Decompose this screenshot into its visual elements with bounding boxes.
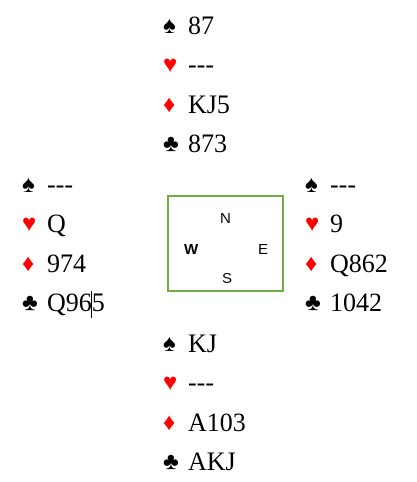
south-hand: ♠ KJ ♥ --- ♦ A103 ♣ AKJ xyxy=(163,324,246,482)
north-diamonds-row: ♦ KJ5 xyxy=(163,85,230,125)
spade-icon: ♠ xyxy=(305,171,318,198)
south-hearts-row: ♥ --- xyxy=(163,364,246,404)
north-clubs-row: ♣ 873 xyxy=(163,125,230,165)
spade-icon: ♠ xyxy=(22,171,35,198)
club-icon: ♣ xyxy=(163,449,179,476)
south-spades-row: ♠ KJ xyxy=(163,324,246,364)
compass-east-label: E xyxy=(258,241,269,258)
east-diamonds-row: ♦ Q862 xyxy=(305,244,388,284)
west-spades-cards: --- xyxy=(47,169,73,199)
north-hearts-cards: --- xyxy=(188,50,214,80)
south-diamonds-row: ♦ A103 xyxy=(163,403,246,443)
compass-box: N W E S xyxy=(167,195,284,292)
heart-icon: ♥ xyxy=(163,370,178,397)
east-spades-row: ♠ --- xyxy=(305,165,388,205)
west-hearts-row: ♥ Q xyxy=(22,205,105,245)
diamond-icon: ♦ xyxy=(22,250,35,277)
diamond-icon: ♦ xyxy=(163,409,176,436)
west-hand: ♠ --- ♥ Q ♦ 974 ♣ Q965 xyxy=(22,165,105,323)
north-clubs-cards: 873 xyxy=(188,129,227,159)
compass-south-label: S xyxy=(222,270,233,287)
west-clubs-row: ♣ Q965 xyxy=(22,284,105,324)
west-spades-row: ♠ --- xyxy=(22,165,105,205)
spade-icon: ♠ xyxy=(163,12,176,39)
east-clubs-row: ♣ 1042 xyxy=(305,284,388,324)
east-clubs-cards: 1042 xyxy=(330,288,382,318)
west-clubs-cards: Q965 xyxy=(47,288,105,318)
west-hearts-cards: Q xyxy=(47,209,66,239)
spade-icon: ♠ xyxy=(163,330,176,357)
diamond-icon: ♦ xyxy=(305,250,318,277)
north-spades-row: ♠ 87 xyxy=(163,6,230,46)
east-diamonds-cards: Q862 xyxy=(330,248,388,278)
east-spades-cards: --- xyxy=(330,169,356,199)
north-diamonds-cards: KJ5 xyxy=(188,89,230,119)
heart-icon: ♥ xyxy=(305,211,320,238)
heart-icon: ♥ xyxy=(22,211,37,238)
diamond-icon: ♦ xyxy=(163,91,176,118)
club-icon: ♣ xyxy=(305,290,321,317)
north-hand: ♠ 87 ♥ --- ♦ KJ5 ♣ 873 xyxy=(163,6,230,164)
west-diamonds-row: ♦ 974 xyxy=(22,244,105,284)
south-diamonds-cards: A103 xyxy=(188,407,246,437)
club-icon: ♣ xyxy=(163,131,179,158)
west-diamonds-cards: 974 xyxy=(47,248,86,278)
north-hearts-row: ♥ --- xyxy=(163,46,230,86)
club-icon: ♣ xyxy=(22,290,38,317)
north-spades-cards: 87 xyxy=(188,10,214,40)
compass-north-label: N xyxy=(220,210,231,227)
south-spades-cards: KJ xyxy=(188,328,217,358)
south-clubs-row: ♣ AKJ xyxy=(163,443,246,482)
text-caret xyxy=(91,291,92,318)
south-hearts-cards: --- xyxy=(188,368,214,398)
east-hearts-row: ♥ 9 xyxy=(305,205,388,245)
heart-icon: ♥ xyxy=(163,52,178,79)
compass-west-label: W xyxy=(184,241,199,258)
east-hearts-cards: 9 xyxy=(330,209,343,239)
south-clubs-cards: AKJ xyxy=(188,447,236,477)
east-hand: ♠ --- ♥ 9 ♦ Q862 ♣ 1042 xyxy=(305,165,388,323)
